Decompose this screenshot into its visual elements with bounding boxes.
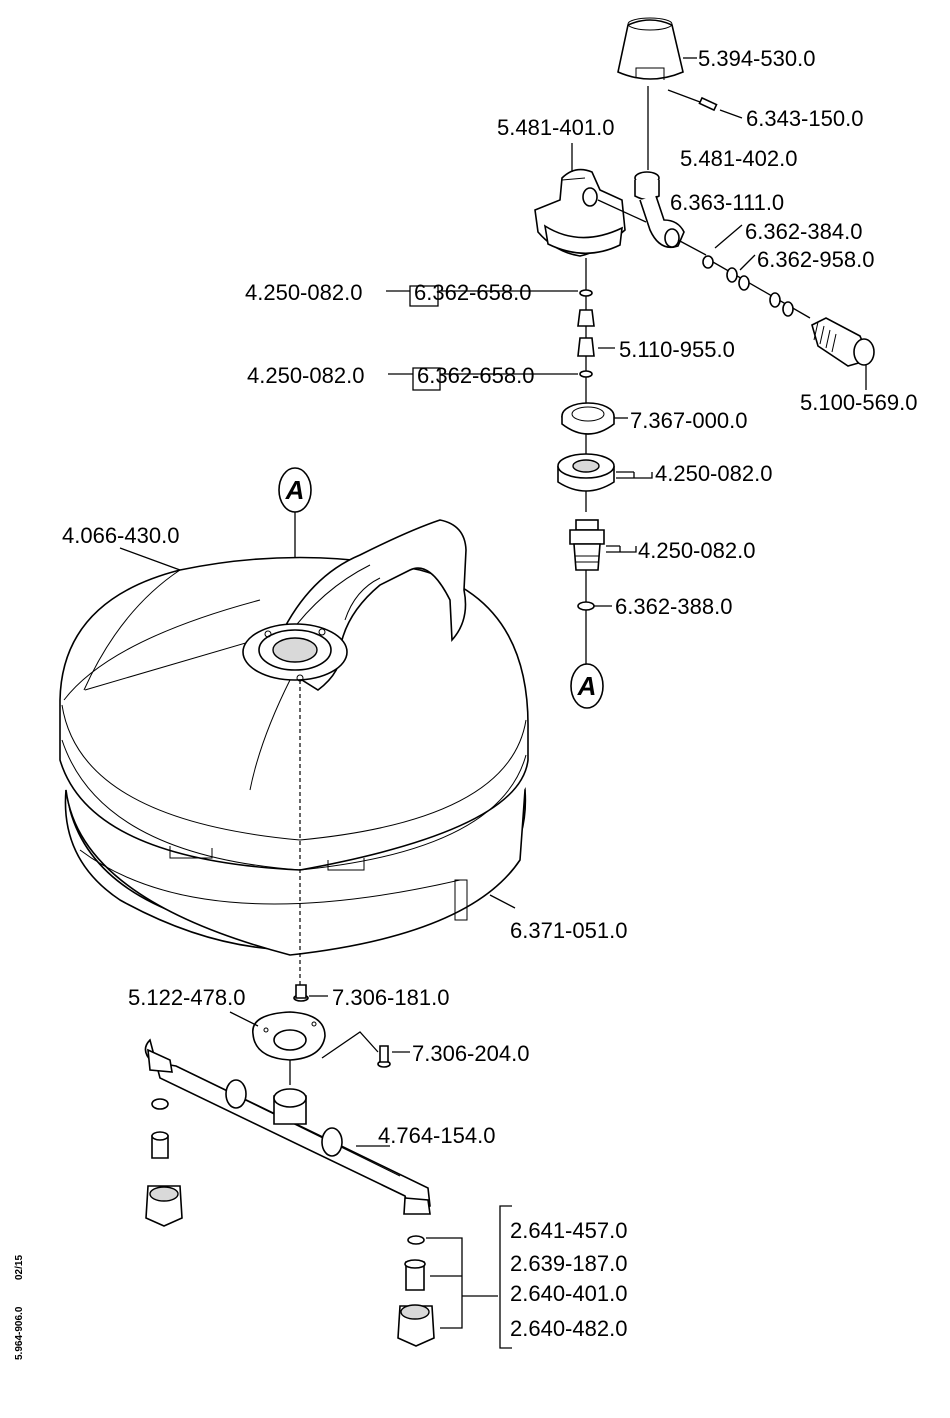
label-5-100-569: 5.100-569.0 (800, 390, 917, 415)
small-seal-parts (577, 289, 595, 378)
pin-part (698, 96, 718, 112)
left-nozzle-parts (145, 1098, 183, 1227)
surface-cleaner-hood-part (59, 519, 529, 956)
label-7-367-000: 7.367-000.0 (630, 408, 747, 433)
bearing-ring-part (561, 402, 615, 435)
washer-part (577, 601, 595, 611)
valve-cartridge-part (811, 317, 875, 367)
label-5-481-402: 5.481-402.0 (680, 146, 797, 171)
label-5-122-478: 5.122-478.0 (128, 985, 245, 1010)
label-2-640-482: 2.640-482.0 (510, 1316, 627, 1341)
label-6-371-051: 6.371-051.0 (510, 918, 627, 943)
document-number: 5.964-906.0 (14, 1306, 25, 1360)
label-4-066-430: 4.066-430.0 (62, 523, 179, 548)
label-2-639-187: 2.639-187.0 (510, 1251, 627, 1276)
label-5-110-955: 5.110-955.0 (619, 337, 735, 362)
reference-marker-a-bottom: A (570, 663, 604, 709)
right-nozzle-parts (397, 1235, 435, 1347)
o-ring-parts (702, 255, 794, 317)
label-7-306-204: 7.306-204.0 (412, 1041, 529, 1066)
label-4-250-082-b: 4.250-082.0 (247, 363, 364, 388)
knob-cap-part (617, 17, 684, 80)
label-4-250-082-a: 4.250-082.0 (245, 280, 362, 305)
document-code: 5.964-906.0 02/15 (14, 1255, 25, 1360)
label-6-362-384: 6.362-384.0 (745, 219, 862, 244)
label-6-362-658-a: 6.362-658.0 (414, 280, 531, 305)
svg-text:A: A (577, 671, 597, 701)
label-4-250-082-c: 4.250-082.0 (655, 461, 772, 486)
label-5-394-530: 5.394-530.0 (698, 46, 815, 71)
label-4-764-154: 4.764-154.0 (378, 1123, 495, 1148)
mounting-flange-part (252, 1011, 326, 1061)
label-6-362-658-b: 6.362-658.0 (417, 363, 534, 388)
ball-bearing-part (557, 453, 615, 492)
document-date: 02/15 (14, 1255, 25, 1280)
label-5-481-401: 5.481-401.0 (497, 115, 614, 140)
svg-text:A: A (285, 475, 305, 505)
label-2-641-457: 2.641-457.0 (510, 1218, 627, 1243)
reference-marker-a-top: A (278, 467, 312, 513)
rotary-fitting-part (569, 519, 605, 571)
screw-part (293, 984, 309, 1002)
label-6-363-111: 6.363-111.0 (670, 190, 784, 215)
swivel-arm-part (634, 171, 685, 249)
label-4-250-082-d: 4.250-082.0 (638, 538, 755, 563)
screw-2-part (377, 1045, 391, 1068)
label-7-306-181: 7.306-181.0 (332, 985, 449, 1010)
label-2-640-401: 2.640-401.0 (510, 1281, 627, 1306)
label-6-343-150: 6.343-150.0 (746, 106, 863, 131)
swivel-housing-part (534, 168, 626, 257)
label-6-362-958: 6.362-958.0 (757, 247, 874, 272)
label-6-362-388: 6.362-388.0 (615, 594, 732, 619)
spray-bar-part (144, 1038, 431, 1215)
